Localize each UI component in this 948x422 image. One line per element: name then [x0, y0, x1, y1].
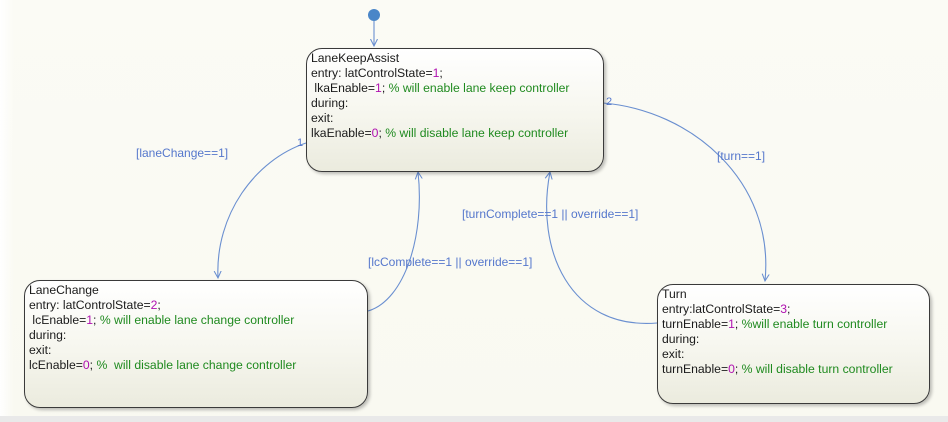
left-edge-fade — [0, 0, 14, 422]
transition-wire-to-lanechange[interactable] — [218, 142, 307, 278]
state-turn[interactable]: Turn entry:latControlState=3; turnEnable… — [657, 284, 930, 404]
execution-order-1: 1 — [297, 137, 304, 149]
guard-label-lane-change[interactable]: [laneChange==1] — [136, 146, 229, 160]
guard-label-turn[interactable]: [turn==1] — [717, 149, 766, 163]
transition-wire-to-turn[interactable] — [602, 102, 766, 281]
execution-order-2: 2 — [606, 96, 613, 108]
during-action: during: — [311, 96, 349, 110]
entry-action: entry: latControlState=2; — [29, 298, 161, 312]
during-action: during: — [29, 328, 67, 342]
exit-action-disable: turnEnable=0; % will disable turn contro… — [662, 362, 893, 376]
transition-wire-lanechange-back[interactable] — [367, 172, 419, 312]
state-name: LaneKeepAssist — [311, 51, 400, 65]
during-action: during: — [662, 332, 700, 346]
entry-action-enable: turnEnable=1; %will enable turn controll… — [662, 317, 888, 331]
exit-action-disable: lcEnable=0; % will disable lane change c… — [29, 358, 297, 372]
bottom-scroll-strip — [0, 416, 948, 422]
exit-action: exit: — [29, 343, 52, 357]
entry-action: entry:latControlState=3; — [662, 302, 791, 316]
state-lane-change[interactable]: LaneChange entry: latControlState=2; lcE… — [24, 280, 368, 408]
default-transition-dot[interactable] — [368, 9, 380, 21]
entry-action: entry: latControlState=1; — [311, 66, 443, 80]
state-name: Turn — [662, 287, 687, 301]
exit-action: exit: — [662, 347, 685, 361]
state-name: LaneChange — [29, 283, 99, 297]
state-lane-keep-assist[interactable]: LaneKeepAssist entry: latControlState=1;… — [306, 48, 604, 172]
guard-label-turn-complete[interactable]: [turnComplete==1 || override==1] — [462, 207, 639, 221]
entry-action-enable: lcEnable=1; % will enable lane change co… — [29, 313, 295, 327]
entry-action-enable: lkaEnable=1; % will enable lane keep con… — [311, 81, 570, 95]
guard-label-lc-complete[interactable]: [lcComplete==1 || override==1] — [368, 255, 533, 269]
transition-wire-turn-back[interactable] — [547, 172, 658, 324]
exit-action-disable: lkaEnable=0; % will disable lane keep co… — [311, 126, 569, 140]
exit-action: exit: — [311, 111, 334, 125]
